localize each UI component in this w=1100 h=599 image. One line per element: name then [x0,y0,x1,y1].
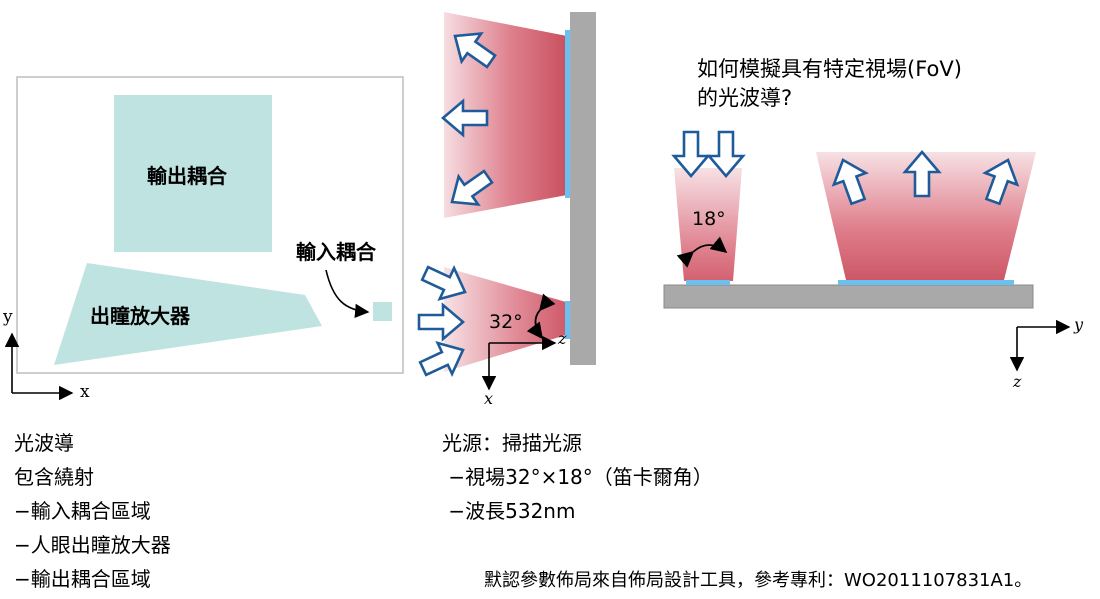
waveguide-substrate [570,12,596,365]
fov-axis-z-label: z [1013,372,1022,391]
fov-axis-y-label: y [1074,315,1084,334]
input-grating [565,301,570,339]
notes-left-line: 光波導 [14,431,74,455]
notes-middle-line: −視場32°×18°（笛卡爾角） [442,465,713,489]
notes-middle-line: 光源：掃描光源 [442,431,582,455]
output-grating [565,30,570,198]
footnote: 默認參數佈局來自佈局設計工具，參考專利：WO2011107831A1。 [484,570,1033,591]
input-coupler-label: 輸入耦合 [296,240,376,264]
fov-beam-large [816,152,1036,280]
notes-left-line: −輸入耦合區域 [14,499,151,523]
incoming-beam [444,267,566,372]
side-view-panel [414,12,596,391]
fov-panel [663,130,1071,372]
fov-input-grating [686,280,730,285]
notes-left-line: −輸出耦合區域 [14,567,151,591]
side-axis-x-label: x [484,389,494,408]
notes-left-line: 包含繞射 [14,465,94,489]
exit-pupil-label: 出瞳放大器 [90,304,190,328]
layout-axis-y-label: y [3,307,13,327]
angle-arc-18 [676,236,728,268]
fov-substrate [663,284,1034,309]
fov-output-grating [838,280,1014,285]
notes-middle-line: −波長532nm [442,499,576,523]
layout-axis-x-label: x [80,382,90,402]
input-coupler-region [373,302,392,321]
fov-question-line2: 的光波導? [697,86,793,110]
side-axis-z-label: z [558,329,567,348]
angle-arc-32 [526,293,556,340]
fov-question-line1: 如何模擬具有特定視場(FoV) [697,57,962,81]
fov-angle-label: 18° [692,208,726,230]
input-coupler-pointer [325,269,370,319]
layout-panel [4,76,404,401]
exit-pupil-expander-region [54,263,322,365]
side-angle-label: 32° [489,311,523,333]
notes-left-line: −人眼出瞳放大器 [14,533,171,557]
output-coupler-label: 輸出耦合 [147,164,227,188]
output-coupler-region [114,95,272,252]
outgoing-beam [444,12,567,218]
